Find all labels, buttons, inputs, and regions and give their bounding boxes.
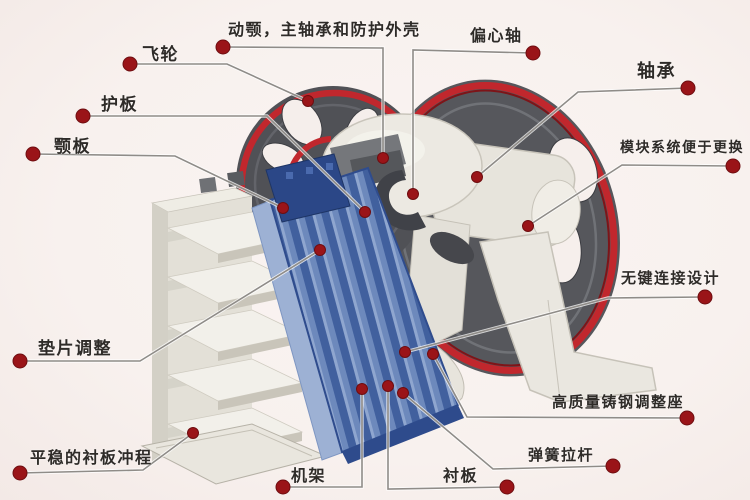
jaw-crusher-illustration — [140, 79, 657, 485]
